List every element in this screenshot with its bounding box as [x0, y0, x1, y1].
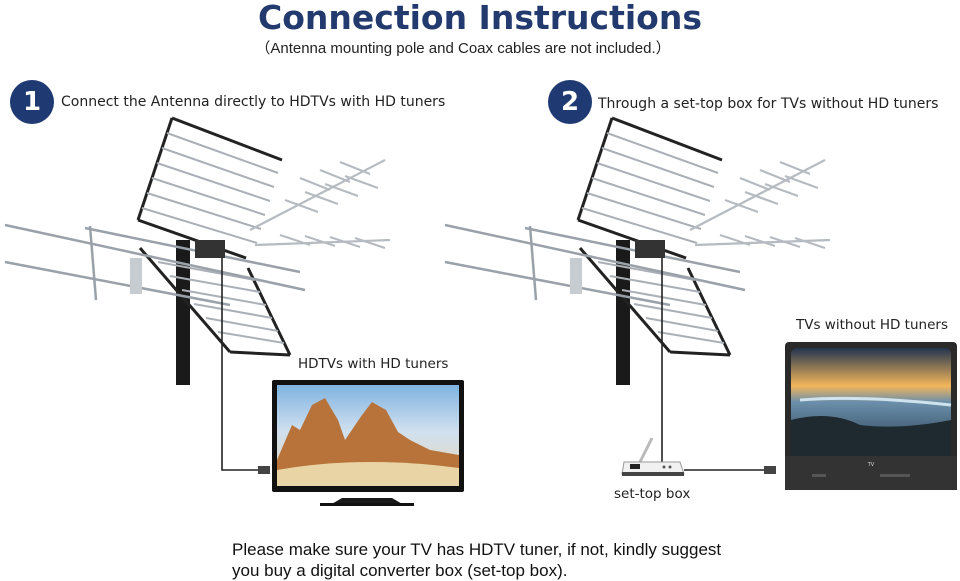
crt-tv: TV: [785, 342, 957, 490]
footer-note-line-1: Please make sure your TV has HDTV tuner,…: [232, 540, 722, 559]
antenna-1: [4, 116, 391, 474]
coax-connector-2-icon: [764, 466, 776, 474]
step-2-badge: 2: [548, 80, 592, 124]
antenna-2-pole: [616, 240, 630, 385]
page-subtitle: （Antenna mounting pole and Coax cables a…: [255, 40, 671, 57]
crt-tv-brand: TV: [867, 462, 875, 468]
set-top-box-label: set-top box: [614, 486, 691, 502]
step-2-text: Through a set-top box for TVs without HD…: [598, 96, 939, 112]
footer-note-line-2: you buy a digital converter box (set-top…: [232, 561, 568, 580]
footer-note: Please make sure your TV has HDTV tuner,…: [232, 539, 792, 581]
hdtv: [272, 380, 464, 506]
antenna-1-pole: [176, 240, 190, 385]
set-top-box-antenna: [638, 437, 654, 463]
antenna-1-balun: [195, 240, 225, 258]
step-1-badge: 1: [10, 80, 54, 124]
page-title: Connection Instructions: [258, 0, 702, 37]
step-1-text: Connect the Antenna directly to HDTVs wi…: [61, 94, 446, 110]
crt-tv-label: TVs without HD tuners: [796, 317, 948, 333]
coax-connector-icon: [258, 466, 270, 474]
set-top-box: [621, 437, 776, 476]
antenna-2: [444, 116, 831, 462]
hdtv-label: HDTVs with HD tuners: [298, 356, 449, 372]
antenna-1-lower-panel: [138, 247, 292, 357]
antenna-1-coax-cable: [221, 258, 268, 471]
antenna-1-upper-panel: [136, 116, 283, 260]
